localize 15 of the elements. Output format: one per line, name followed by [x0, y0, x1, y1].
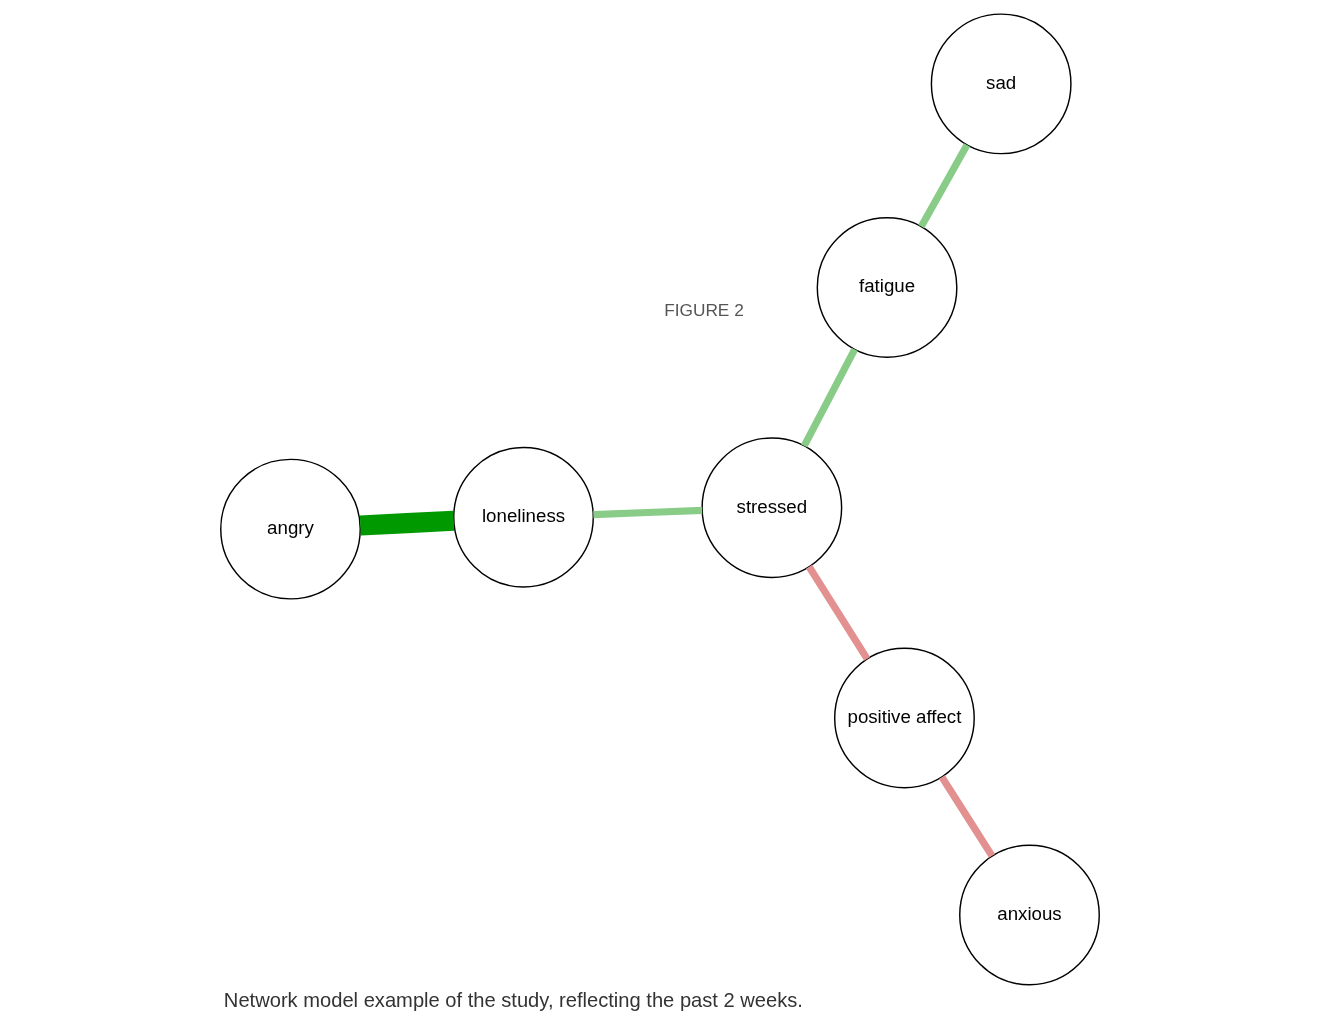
node-circle: positive affect: [833, 647, 975, 789]
node-circle: stressed: [700, 437, 842, 579]
node-circle: angry: [219, 458, 361, 600]
connector: [938, 775, 995, 858]
connector: [917, 143, 970, 229]
label: FIGURE 2: [663, 300, 744, 321]
node-circle: anxious: [958, 844, 1100, 986]
node-circle: loneliness: [452, 446, 594, 588]
connector: [800, 347, 858, 448]
node-circle: fatigue: [816, 217, 957, 358]
node-circle: sad: [930, 13, 1072, 155]
connector: [592, 506, 702, 519]
caption: Network model example of the study, reflecting the past 2 weeks.: [223, 988, 803, 1011]
connector: [359, 510, 454, 536]
connector: [805, 564, 870, 661]
